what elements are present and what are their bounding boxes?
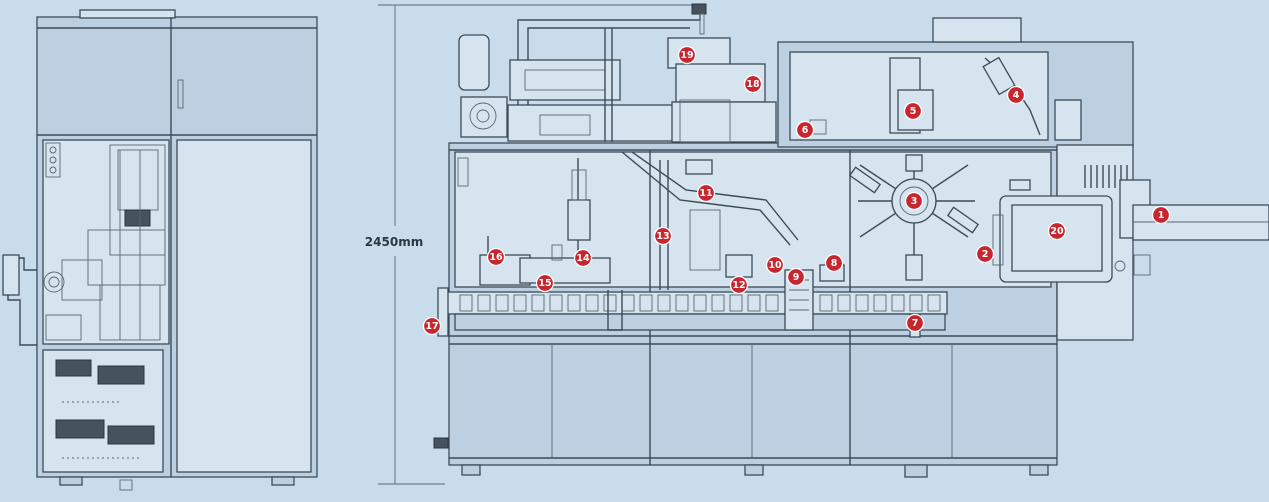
marker-12-label: 12 [732,280,745,291]
marker-15: 15 [535,273,555,293]
marker-1-label: 1 [1158,210,1165,221]
marker-13-label: 13 [656,231,669,242]
marker-20-label: 20 [1050,226,1064,237]
marker-11-label: 11 [699,188,712,199]
star-wheel [848,154,980,338]
height-dimension: 2450mm [365,4,700,485]
marker-17: 17 [422,316,442,336]
marker-9-label: 9 [793,272,800,283]
marker-6: 6 [795,120,815,140]
marker-13: 13 [653,226,673,246]
marker-20: 20 [1047,221,1067,241]
front-view [433,3,1269,478]
marker-4: 4 [1006,85,1026,105]
marker-2-label: 2 [982,249,989,260]
marker-8-label: 8 [831,258,838,269]
marker-14-label: 14 [576,253,590,264]
marker-6-label: 6 [802,125,809,136]
marker-18-label: 18 [746,79,760,90]
marker-7-label: 7 [912,318,919,329]
marker-16: 16 [486,247,506,267]
marker-7: 7 [905,313,925,333]
marker-10-label: 10 [768,260,782,271]
marker-5-label: 5 [910,106,917,117]
marker-3: 3 [904,191,924,211]
marker-5: 5 [903,101,923,121]
marker-8: 8 [824,253,844,273]
marker-9: 9 [786,267,806,287]
marker-18: 18 [743,74,763,94]
marker-15-label: 15 [538,278,551,289]
marker-19-label: 19 [680,50,693,61]
side-view [2,9,318,491]
marker-19: 19 [677,45,697,65]
marker-4-label: 4 [1013,90,1020,101]
marker-2: 2 [975,244,995,264]
marker-14: 14 [573,248,593,268]
marker-10: 10 [765,255,785,275]
marker-11: 11 [696,183,716,203]
marker-17-label: 17 [425,321,438,332]
marker-12: 12 [729,275,749,295]
height-label: 2450mm [365,235,423,249]
marker-1: 1 [1151,205,1171,225]
marker-3-label: 3 [911,196,918,207]
marker-16-label: 16 [489,252,503,263]
